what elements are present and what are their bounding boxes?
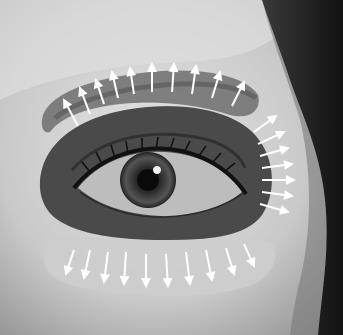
catchlight (153, 166, 161, 174)
